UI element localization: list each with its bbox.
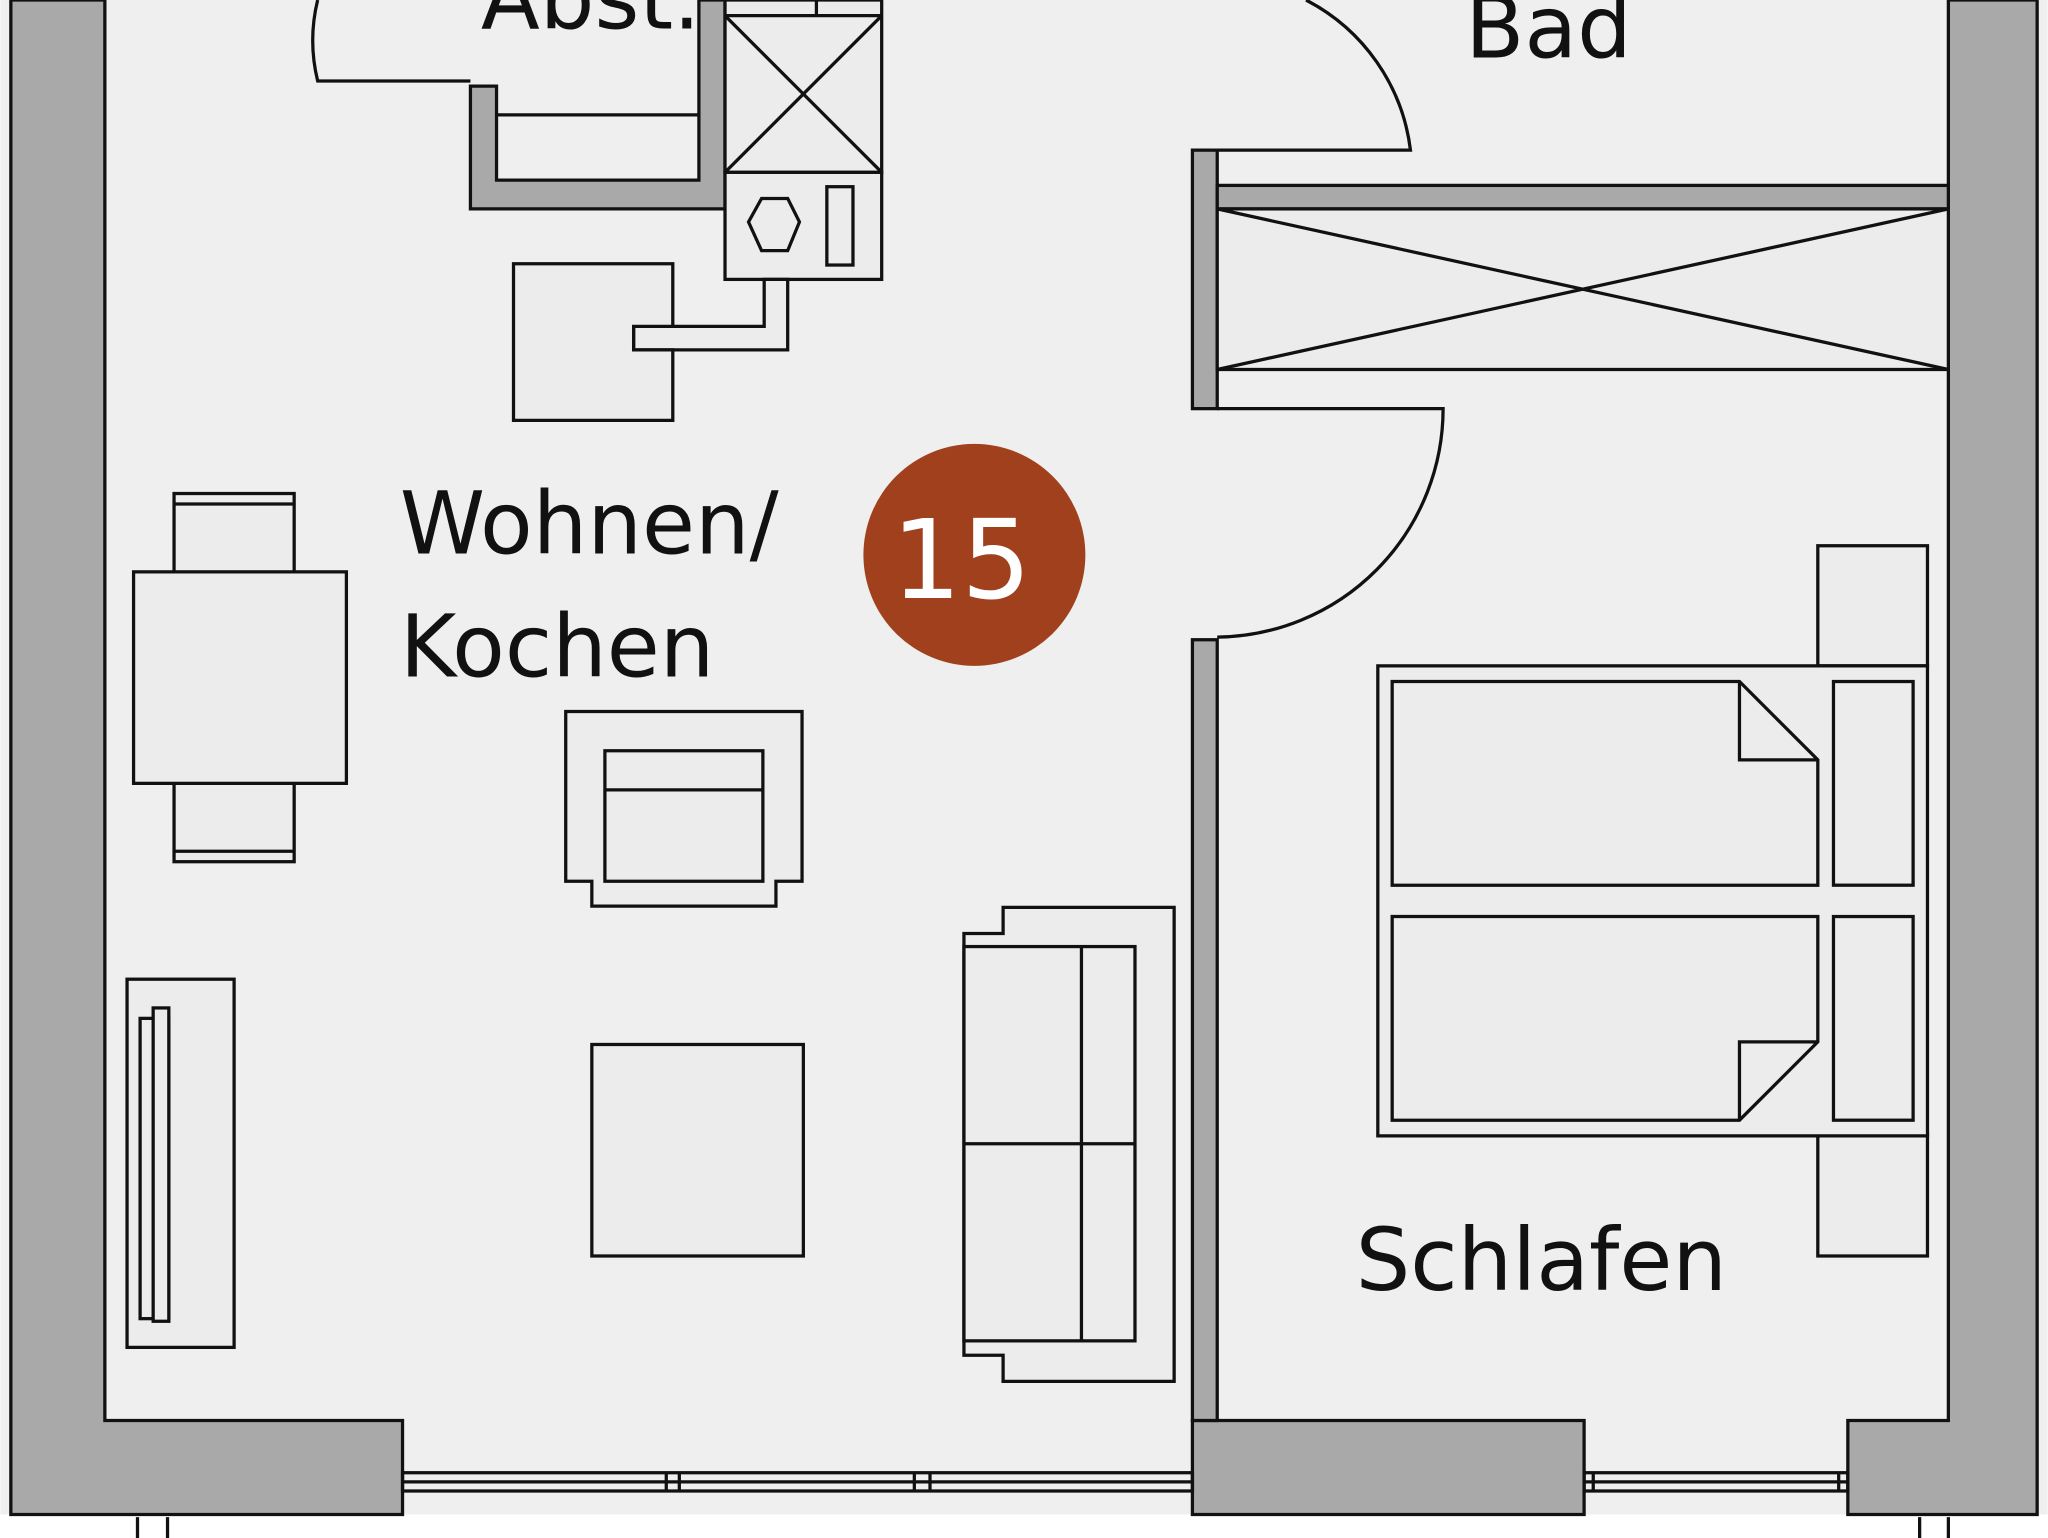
- room-label-living-line2: Kochen: [400, 597, 715, 697]
- unit-number: 15: [892, 496, 1032, 624]
- sink-icon: [746, 196, 802, 253]
- room-label-bath: Bad: [1465, 0, 1632, 78]
- living-furniture: [125, 491, 1176, 1383]
- room-label-living: Wohnen/ Kochen: [400, 475, 806, 698]
- interior-walls: [468, 0, 1950, 1423]
- kitchen: [511, 0, 884, 423]
- room-label-bedroom: Schlafen: [1356, 1211, 1727, 1311]
- bed: [1376, 544, 1930, 1258]
- room-label-living-line1: Wohnen/: [400, 475, 780, 575]
- wardrobe: [1215, 207, 1950, 372]
- windows: [400, 1471, 1850, 1493]
- unit-number-badge: 15: [863, 443, 1086, 666]
- doors: [311, 0, 1445, 639]
- room-label-storage: Abst.: [481, 0, 701, 50]
